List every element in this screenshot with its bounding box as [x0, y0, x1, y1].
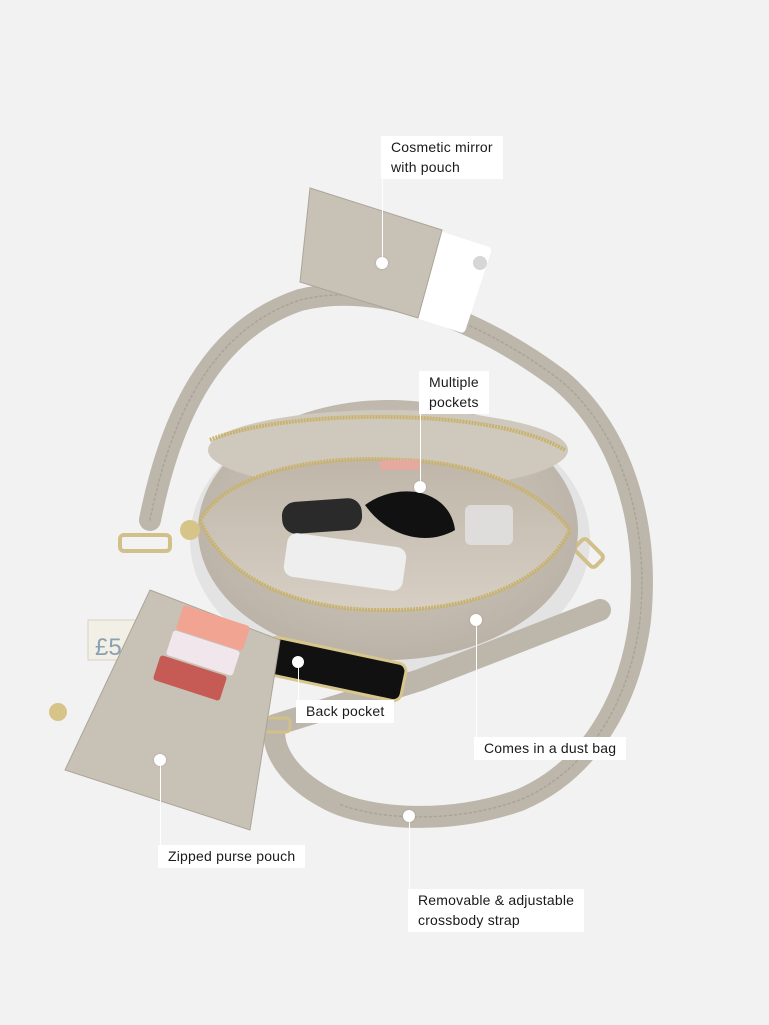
- card-in-pocket: [380, 460, 420, 470]
- card-red: [153, 655, 227, 701]
- pockets-leader-line: [420, 412, 421, 487]
- dust-bag-dot: [470, 614, 482, 626]
- purse-zip-pull: [49, 703, 67, 721]
- purse-dot: [154, 754, 166, 766]
- strap-leader-line: [409, 816, 410, 890]
- back-pocket-leader-line: [298, 662, 299, 700]
- purse-leader-line: [160, 760, 161, 846]
- callout-dust-bag: Comes in a dust bag: [474, 737, 627, 760]
- back-pocket-dot: [292, 656, 304, 668]
- callout-strap: Removable & adjustable crossbody strap: [408, 889, 585, 932]
- mirror-pouch: [299, 187, 492, 333]
- hand-sanitiser: [465, 505, 513, 545]
- scrunchie: [365, 491, 455, 538]
- zipped-purse: £5: [49, 589, 281, 831]
- strap-buckle-right: [573, 537, 605, 569]
- card-salmon: [176, 605, 250, 651]
- banknote-label: £5: [95, 634, 122, 661]
- strap-buckle-left: [118, 533, 172, 553]
- dust-bag-leader-line: [476, 620, 477, 738]
- mirror-leader-line: [382, 178, 383, 263]
- card-white: [166, 630, 240, 676]
- callout-mirror: Cosmetic mirror with pouch: [381, 136, 503, 179]
- bag-body: [180, 400, 578, 660]
- tube-product: [283, 533, 407, 591]
- bag-contents: [281, 460, 513, 591]
- car-key: [281, 498, 363, 534]
- mirror-dot: [376, 257, 388, 269]
- callout-pockets: Multiple pockets: [419, 371, 489, 414]
- strap-dot: [403, 810, 415, 822]
- callout-back-pocket: Back pocket: [296, 700, 395, 723]
- callout-purse: Zipped purse pouch: [158, 845, 306, 868]
- pockets-dot: [414, 481, 426, 493]
